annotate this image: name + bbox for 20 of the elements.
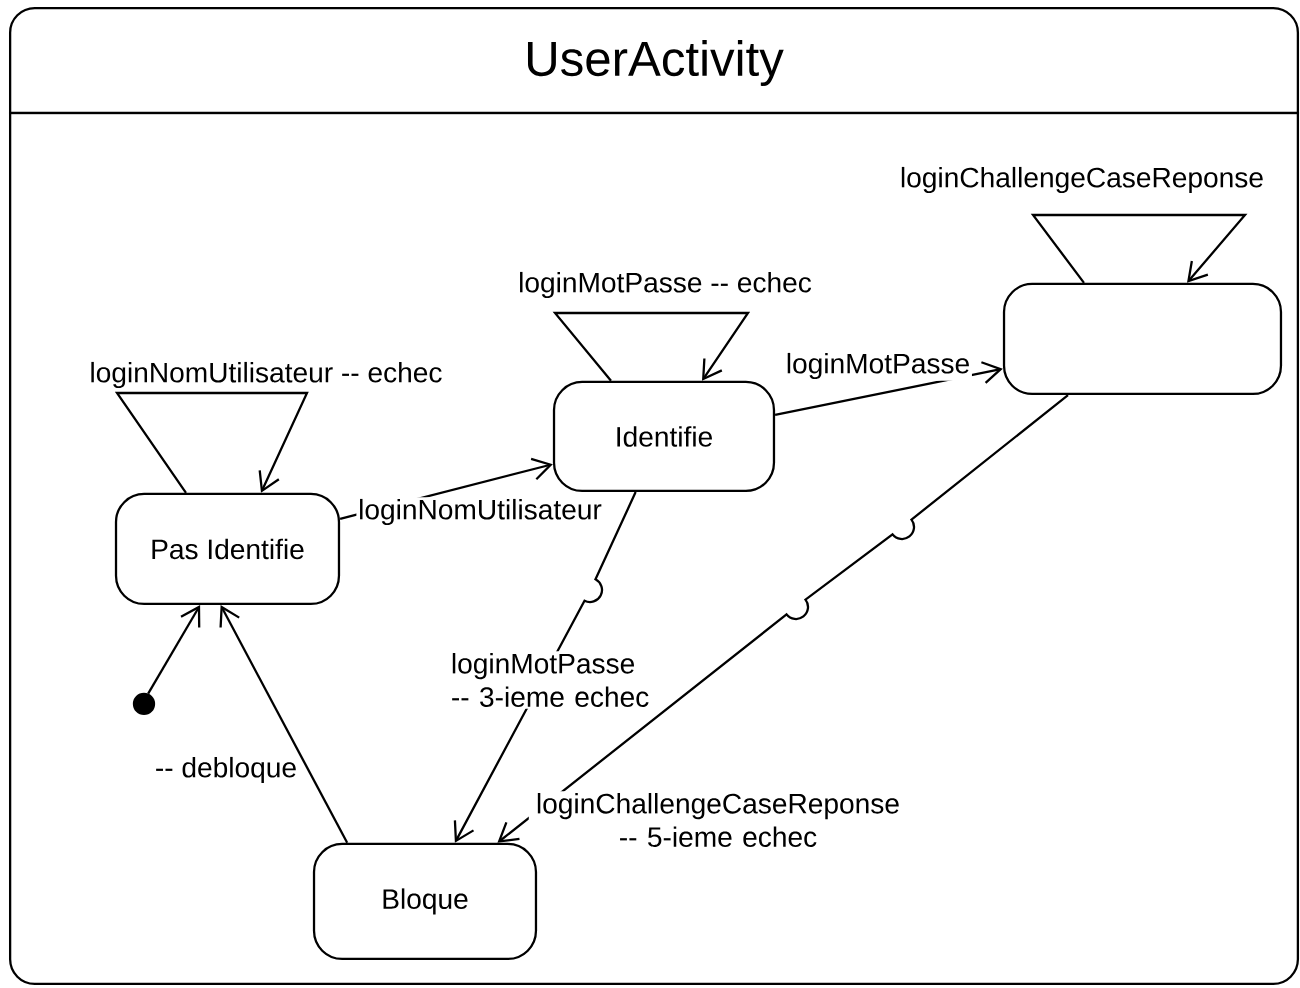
state-box [1002,282,1283,396]
transition-arrow [219,605,349,844]
edge-label: loginChallengeCaseReponse -- 5-ieme echec [528,791,908,849]
edge-label: loginMotPasse [784,351,972,381]
edge-label: loginMotPasse -- echec [516,270,814,300]
transition-arrow [552,311,751,382]
transition-arrow [774,361,1003,416]
state-box: Bloque [312,842,538,961]
state-box: Identifie [552,380,776,493]
transition-arrow [1030,213,1248,284]
initial-state-dot [132,692,156,716]
edge-label: -- debloque [153,755,299,785]
edge-label: loginNomUtilisateur -- echec [87,360,445,390]
edge-label: loginMotPasse -- 3-ieme echec [449,651,658,709]
state-box: Pas Identifie [114,492,341,606]
transition-arrow [497,394,1069,843]
edge-label: loginChallengeCaseReponse [898,165,1266,195]
edge-label: loginNomUtilisateur [356,497,604,527]
transition-arrow [147,605,201,695]
transition-arrow [114,391,309,494]
